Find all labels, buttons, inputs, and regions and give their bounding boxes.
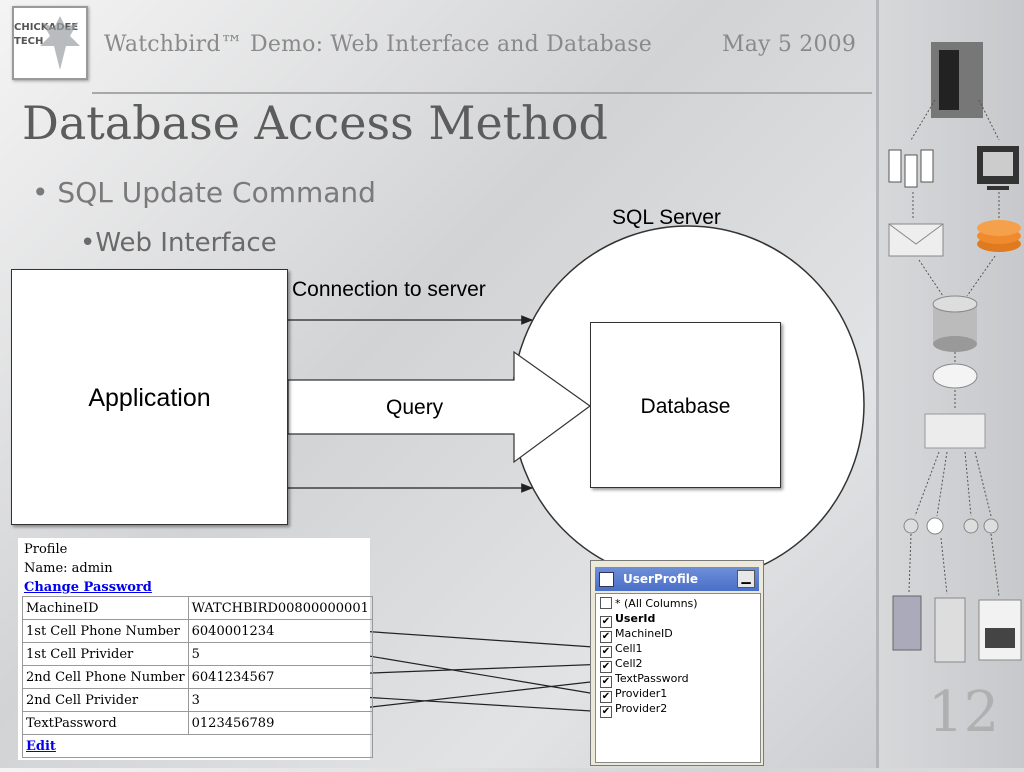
query-label: Query xyxy=(386,396,444,419)
table-icon xyxy=(599,572,614,587)
chickadee-tech-logo: CHICKADEE TECH xyxy=(12,6,88,80)
map-arrow-provider1 xyxy=(344,651,610,699)
computer-monitor-icon xyxy=(977,146,1019,190)
header-divider xyxy=(92,92,872,94)
person-photo-icon xyxy=(931,42,983,118)
header-date: May 5 2009 xyxy=(722,32,857,57)
sensor-nodes-icon xyxy=(903,517,999,535)
checkbox-checked[interactable]: ✔ xyxy=(600,676,612,688)
checkbox-checked[interactable]: ✔ xyxy=(600,661,612,673)
userprofile-window: UserProfile ▁ * (All Columns) ✔UserId ✔M… xyxy=(590,560,764,766)
stove-icon xyxy=(978,599,1022,661)
checkbox-checked[interactable]: ✔ xyxy=(600,631,612,643)
checkbox-checked[interactable]: ✔ xyxy=(600,691,612,703)
userprofile-title: UserProfile xyxy=(623,572,699,586)
database-box: Database xyxy=(590,322,781,488)
query-arrow xyxy=(287,350,592,464)
column-item[interactable]: * (All Columns) xyxy=(600,597,698,612)
application-label: Application xyxy=(88,384,211,412)
gateway-box-icon xyxy=(924,413,986,449)
map-arrow-cell2 xyxy=(344,659,610,675)
row-value: 5 xyxy=(187,642,373,666)
profile-heading: Profile xyxy=(24,542,68,557)
row-value: 6040001234 xyxy=(187,619,373,643)
edit-link[interactable]: Edit xyxy=(26,738,56,754)
profile-name: Name: admin xyxy=(24,561,113,576)
row-label: 2nd Cell Privider xyxy=(22,688,189,712)
profile-web-form: Profile Name: admin Change Password Mach… xyxy=(18,538,373,760)
checkbox-unchecked[interactable] xyxy=(600,597,612,609)
row-label: MachineID xyxy=(22,596,189,620)
checkbox-checked[interactable]: ✔ xyxy=(600,706,612,718)
bird-icon xyxy=(40,16,80,70)
row-label: 1st Cell Phone Number xyxy=(22,619,189,643)
server-disks-icon xyxy=(977,220,1021,252)
application-box: Application xyxy=(11,269,288,525)
change-password-link[interactable]: Change Password xyxy=(24,580,152,595)
column-item[interactable]: ✔UserId xyxy=(600,612,656,628)
column-item[interactable]: ✔Provider1 xyxy=(600,687,668,703)
column-item[interactable]: ✔Provider2 xyxy=(600,702,668,718)
door-icon xyxy=(892,595,922,651)
map-arrow-provider2 xyxy=(344,695,610,717)
map-arrow-textpassword xyxy=(344,676,610,711)
row-value: WATCHBIRD00800000001 xyxy=(187,596,373,620)
connection-label: Connection to server xyxy=(292,278,486,301)
column-item[interactable]: ✔TextPassword xyxy=(600,672,689,688)
database-label: Database xyxy=(640,395,731,418)
table-row: Edit xyxy=(22,734,373,758)
column-item[interactable]: ✔Cell2 xyxy=(600,657,643,673)
page-title: Database Access Method xyxy=(22,96,608,150)
logo-text-line2: TECH xyxy=(14,36,44,47)
row-label: TextPassword xyxy=(22,711,189,735)
row-value: 6041234567 xyxy=(187,665,373,689)
minimize-button[interactable]: ▁ xyxy=(737,570,755,588)
header-title: Watchbird™ Demo: Web Interface and Datab… xyxy=(104,32,652,57)
fridge-icon xyxy=(934,597,966,663)
checkbox-checked[interactable]: ✔ xyxy=(600,616,612,628)
cloud-icon xyxy=(932,363,978,389)
column-item[interactable]: ✔MachineID xyxy=(600,627,673,643)
userprofile-titlebar: UserProfile ▁ xyxy=(595,567,759,591)
map-arrow-cell1 xyxy=(344,629,610,653)
database-cylinder-icon xyxy=(932,295,978,352)
sql-server-label: SQL Server xyxy=(612,206,721,229)
row-label: 1st Cell Privider xyxy=(22,642,189,666)
envelope-icon xyxy=(888,223,944,257)
pda-devices-icon xyxy=(888,149,934,188)
page-number: 12 xyxy=(928,680,1000,745)
sidebar-diagram xyxy=(888,42,1022,663)
column-item[interactable]: ✔Cell1 xyxy=(600,642,643,658)
checkbox-checked[interactable]: ✔ xyxy=(600,646,612,658)
column-list: * (All Columns) ✔UserId ✔MachineID ✔Cell… xyxy=(595,593,761,763)
row-value: 0123456789 xyxy=(187,711,373,735)
sidebar-panel xyxy=(876,0,1024,768)
bullet-sql-update: • SQL Update Command xyxy=(32,176,376,209)
row-value: 3 xyxy=(187,688,373,712)
bullet-web-interface: •Web Interface xyxy=(80,228,277,258)
row-label: 2nd Cell Phone Number xyxy=(22,665,189,689)
